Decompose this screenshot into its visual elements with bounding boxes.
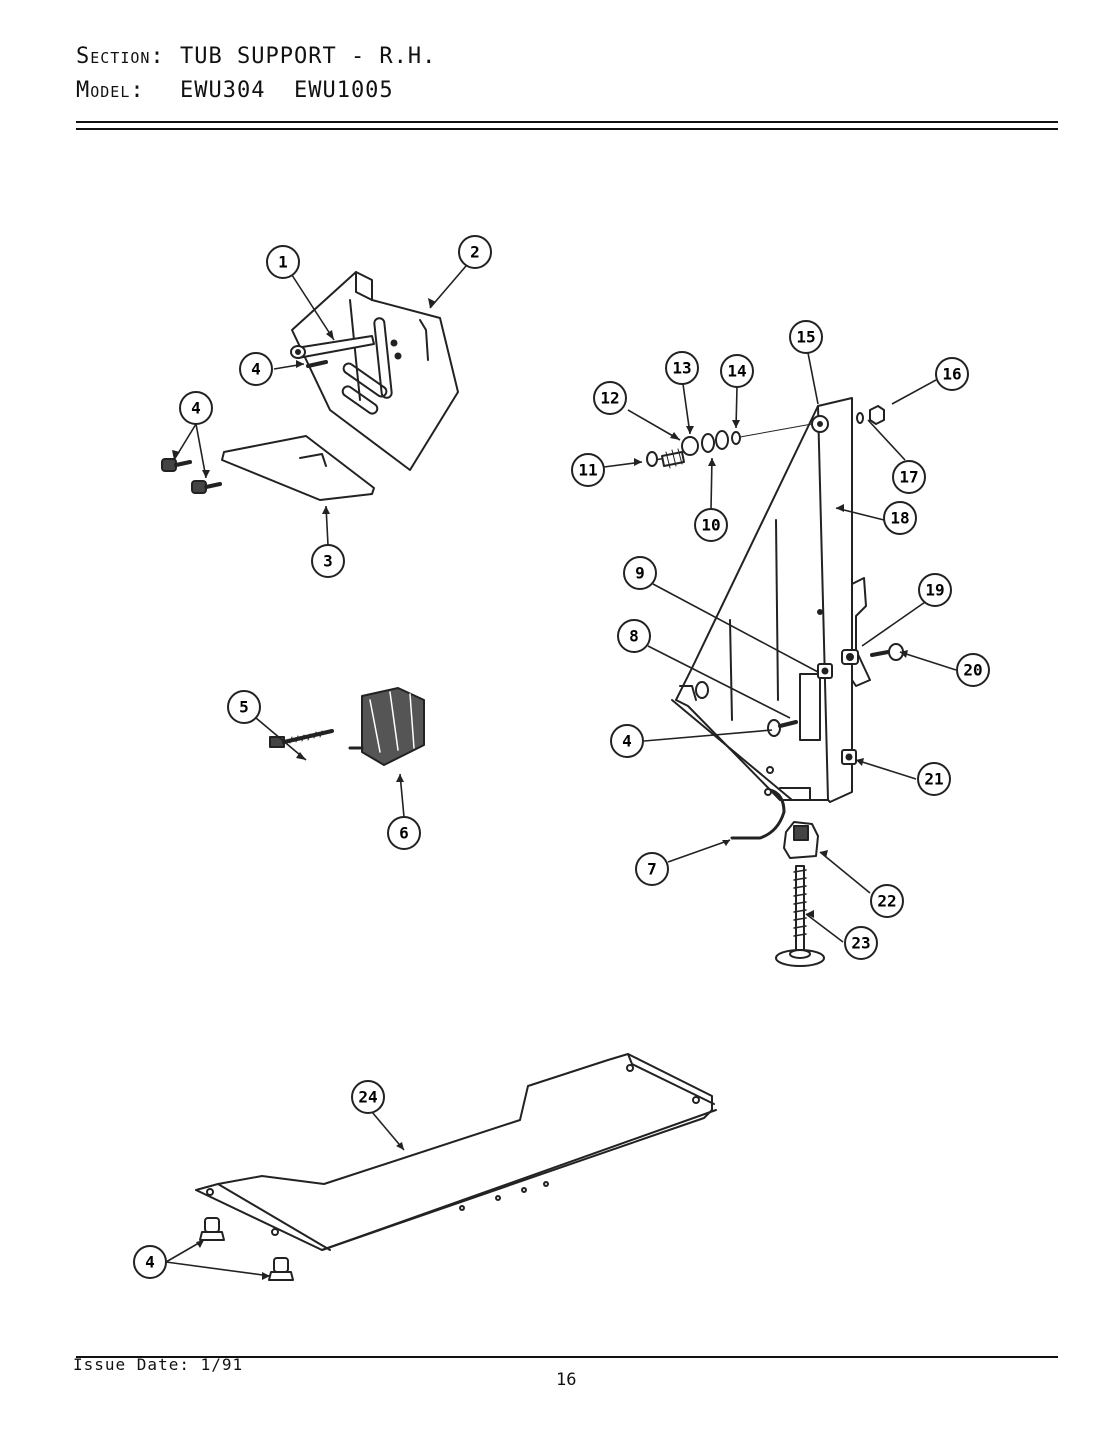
part-7-wire [730,788,786,840]
callout-23-label: 23 [851,934,870,953]
part-18-frame [671,397,853,803]
section-heading: Section: TUB SUPPORT - R.H. [76,44,436,69]
part-22-bracket [783,821,819,859]
callout-21: 21 [917,762,951,796]
callout-9-label: 9 [635,564,645,583]
callout-16: 16 [935,357,969,391]
callout-14-label: 14 [727,362,746,381]
callout-4a-label: 4 [251,360,261,379]
callout-15-label: 15 [796,328,815,347]
callout-4c-label: 4 [622,732,632,751]
callout-5-label: 5 [239,698,249,717]
callout-3-label: 3 [323,552,333,571]
section-label: Section: [76,44,165,69]
part-24-bracket [195,1053,717,1251]
part-19-bracket [841,577,904,687]
model-label: Model: [76,78,145,103]
callout-23: 23 [844,926,878,960]
callout-1: 1 [266,245,300,279]
callout-6-label: 6 [399,824,409,843]
callout-14: 14 [720,354,754,388]
leader-arrowheads [172,298,908,1280]
callout-4d-label: 4 [145,1253,155,1272]
callout-15: 15 [789,320,823,354]
callout-4a: 4 [239,352,273,386]
callout-4c: 4 [610,724,644,758]
part-3-plate [221,435,375,501]
part-5-bolt [269,729,334,748]
callout-7-label: 7 [647,860,657,879]
model-heading: Model: EWU304 EWU1005 [76,78,394,103]
callout-2: 2 [458,235,492,269]
callout-4b-label: 4 [191,399,201,418]
header-rule-top [76,121,1058,123]
callout-12-label: 12 [600,389,619,408]
part-23-foot [775,865,825,967]
callout-10: 10 [694,508,728,542]
callout-19: 19 [918,573,952,607]
callout-18-label: 18 [890,509,909,528]
callout-17: 17 [892,460,926,494]
footer-rule [76,1356,1058,1358]
callout-24: 24 [351,1080,385,1114]
callout-7: 7 [635,852,669,886]
callout-18: 18 [883,501,917,535]
callout-19-label: 19 [925,581,944,600]
page-number: 16 [556,1370,577,1390]
part-4-screws-lower [199,1217,294,1281]
model-value: EWU304 EWU1005 [180,78,394,103]
callout-6: 6 [387,816,421,850]
callout-20: 20 [956,653,990,687]
callout-13-label: 13 [672,359,691,378]
issue-date: Issue Date: 1/91 [73,1355,244,1374]
callout-8-label: 8 [629,627,639,646]
callout-9: 9 [623,556,657,590]
part-4-screws-upper [161,360,328,494]
callout-4b: 4 [179,391,213,425]
callout-3: 3 [311,544,345,578]
callout-24-label: 24 [358,1088,377,1107]
callouts: 1 2 4 4 3 5 6 15 13 14 16 12 17 11 10 18… [133,235,990,1279]
callout-16-label: 16 [942,365,961,384]
part-9-clip [817,663,833,679]
callout-22-label: 22 [877,892,896,911]
callout-21-label: 21 [924,770,943,789]
callout-11: 11 [571,453,605,487]
callout-1-label: 1 [278,253,288,272]
callout-22: 22 [870,884,904,918]
callout-12: 12 [593,381,627,415]
part-2-bracket [291,271,459,471]
callout-4d: 4 [133,1245,167,1279]
callout-11-label: 11 [578,461,597,480]
washer-stack [646,405,885,469]
callout-2-label: 2 [470,243,480,262]
callout-10-label: 10 [701,516,720,535]
callout-20-label: 20 [963,661,982,680]
callout-8: 8 [617,619,651,653]
callout-13: 13 [665,351,699,385]
section-value: TUB SUPPORT - R.H. [180,44,437,69]
part-6-component [348,687,425,766]
part-1-shaft [290,335,375,359]
callout-17-label: 17 [899,468,918,487]
part-4-screw-frame [767,719,798,737]
callout-5: 5 [227,690,261,724]
header-rule-bottom [76,128,1058,130]
part-21-clip [841,749,857,765]
